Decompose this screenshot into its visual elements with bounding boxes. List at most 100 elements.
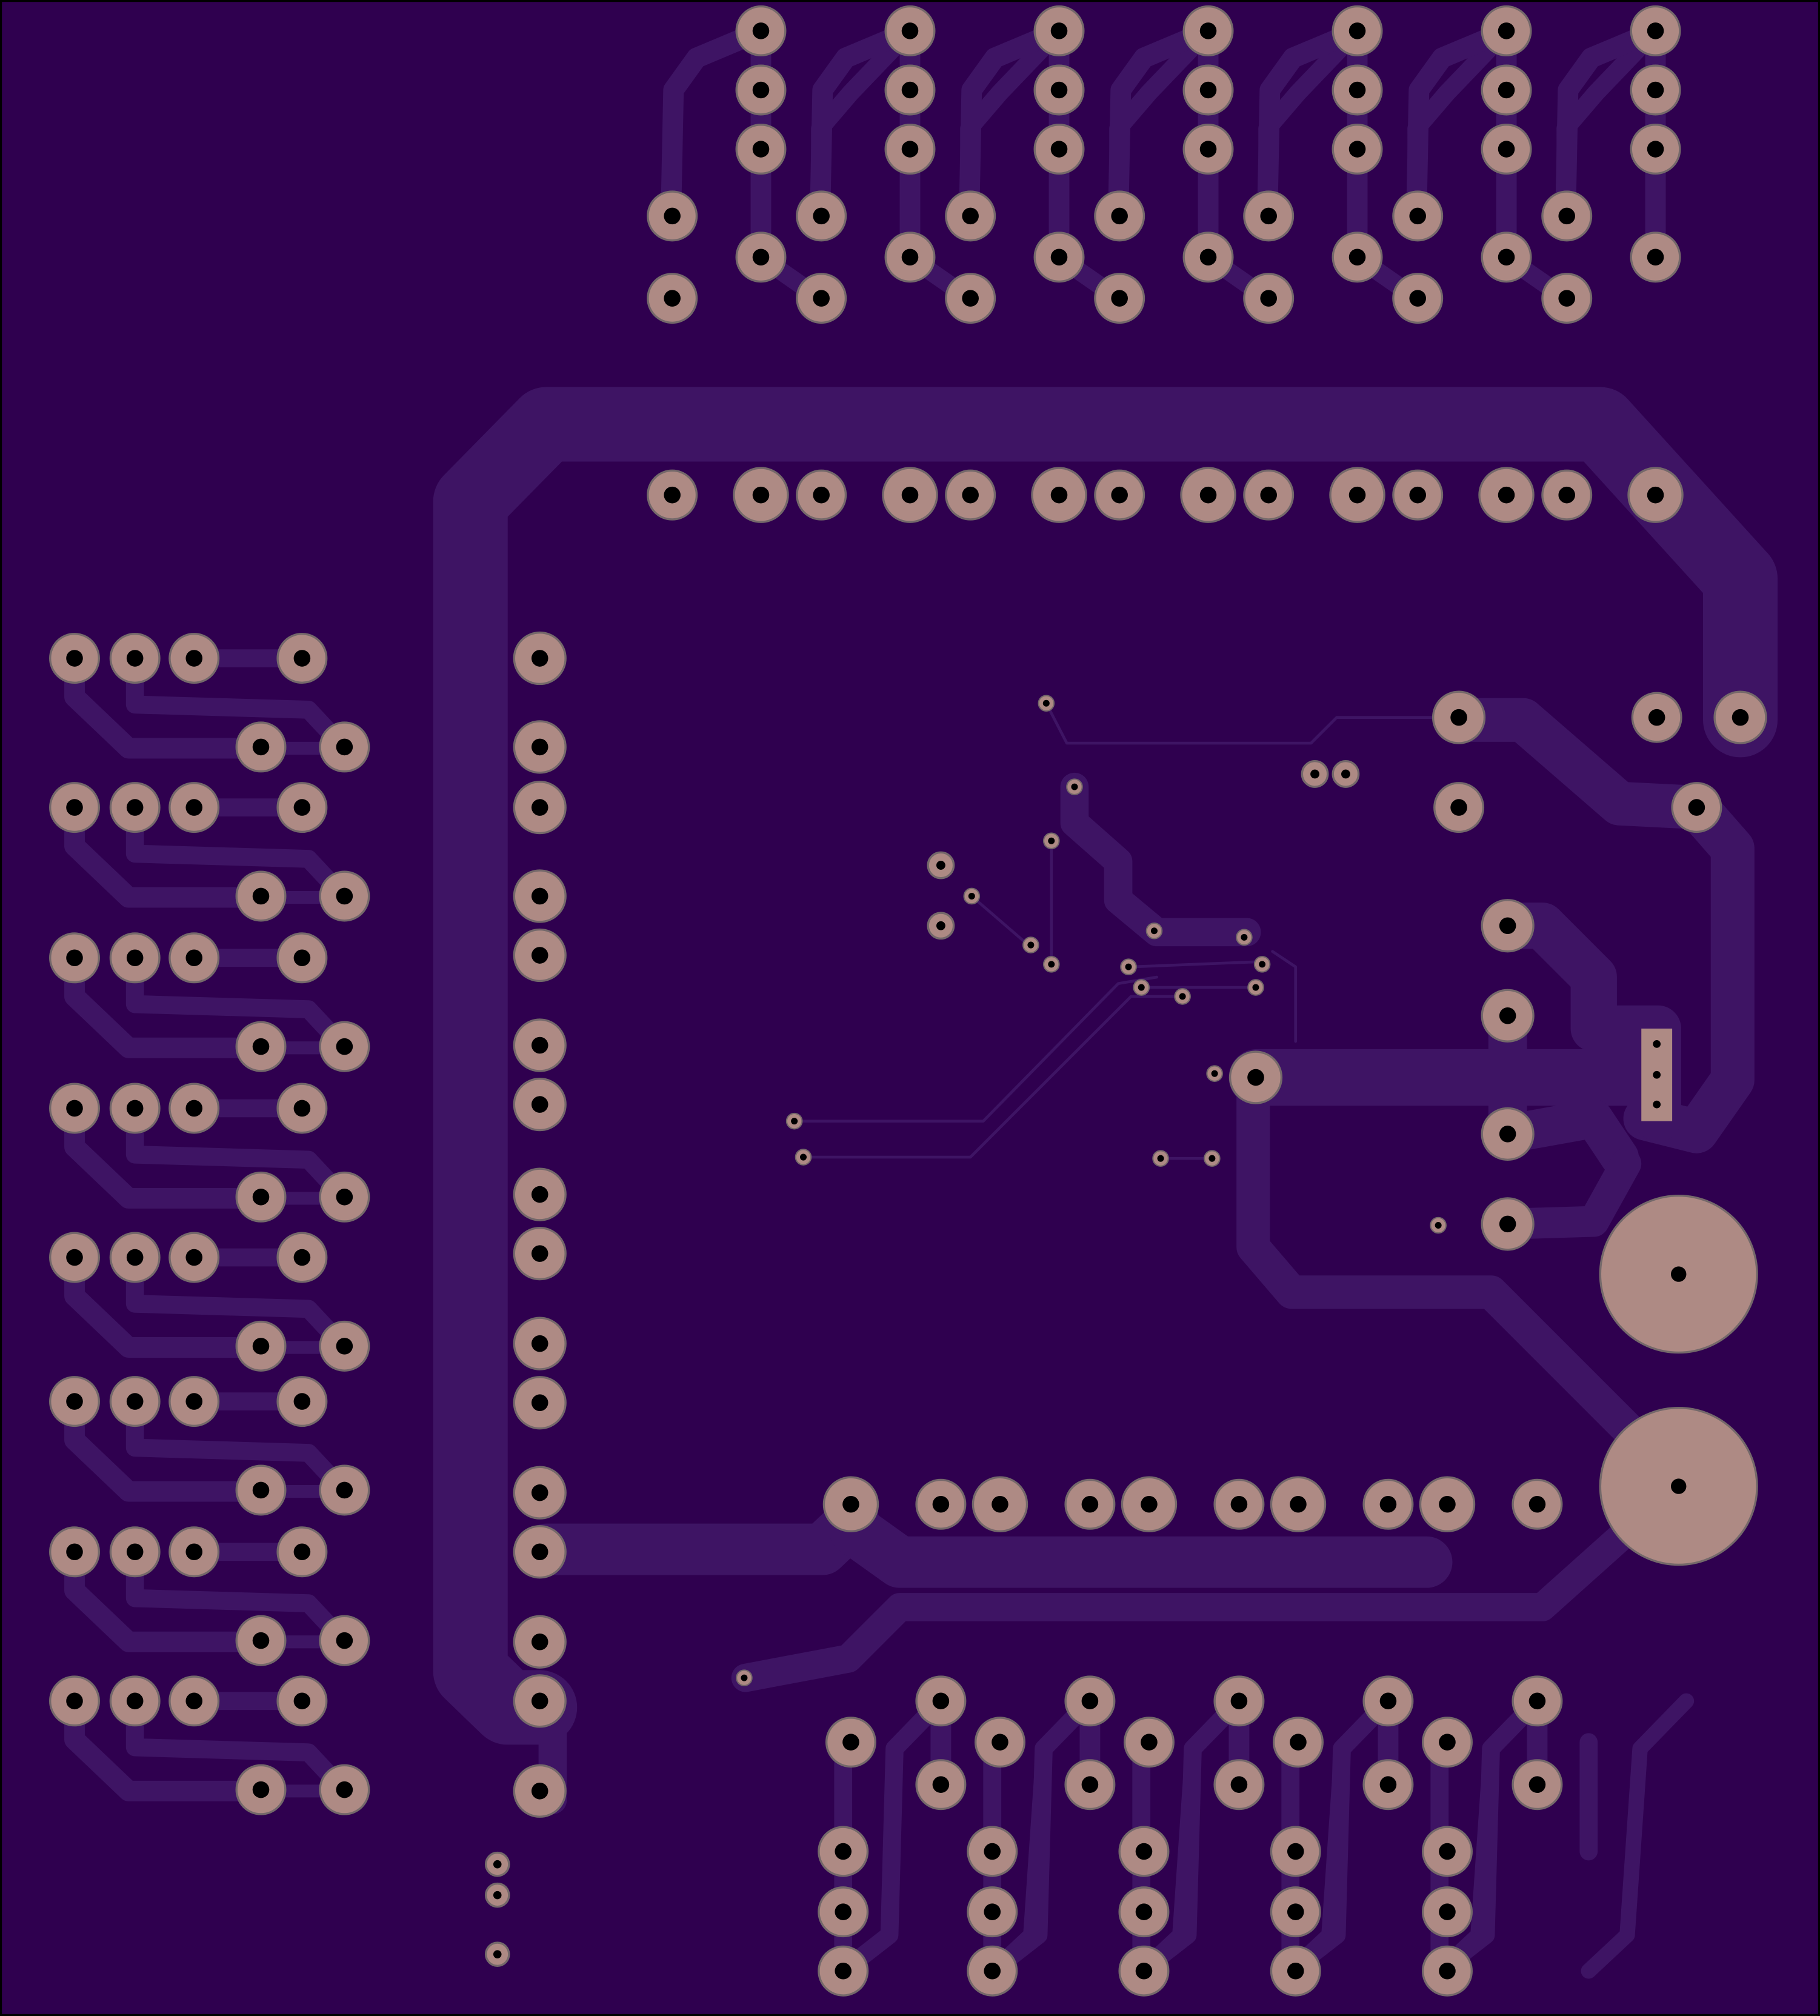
pad-drill bbox=[1670, 1478, 1687, 1494]
pad-drill bbox=[842, 1495, 859, 1513]
through-hole-pad bbox=[49, 1526, 100, 1578]
through-hole-pad bbox=[235, 1464, 287, 1516]
pad-drill bbox=[1670, 1266, 1687, 1282]
pad-drill bbox=[185, 650, 203, 667]
pad-drill bbox=[1647, 22, 1664, 39]
pad-drill bbox=[901, 486, 919, 504]
through-hole-pad bbox=[915, 1675, 967, 1727]
pad-drill bbox=[1287, 1843, 1304, 1860]
pad-drill bbox=[185, 1100, 203, 1117]
pad-drill bbox=[1498, 141, 1515, 158]
through-hole-pad bbox=[1213, 1675, 1265, 1727]
pad-drill bbox=[962, 486, 979, 504]
pad-drill bbox=[984, 1903, 1001, 1920]
pad-drill bbox=[1310, 769, 1319, 779]
through-hole-pad bbox=[1332, 64, 1383, 116]
through-hole-pad bbox=[884, 5, 936, 56]
through-hole-pad bbox=[647, 273, 698, 324]
through-hole-pad bbox=[915, 1759, 967, 1811]
through-hole-pad bbox=[1713, 690, 1767, 744]
pad-drill bbox=[664, 290, 681, 307]
through-hole-pad bbox=[319, 721, 370, 773]
through-hole-pad bbox=[1392, 273, 1444, 324]
pad-drill bbox=[1135, 1903, 1153, 1920]
pad-drill bbox=[252, 887, 270, 905]
pad-drill bbox=[1498, 486, 1515, 504]
through-hole-pad bbox=[972, 1476, 1028, 1533]
via bbox=[1204, 1150, 1221, 1167]
via-drill bbox=[1157, 1155, 1164, 1162]
pad-drill bbox=[531, 1186, 548, 1203]
through-hole-pad bbox=[967, 1826, 1018, 1877]
via bbox=[1152, 1150, 1169, 1167]
pad-drill bbox=[252, 1781, 270, 1798]
through-hole-pad bbox=[1182, 5, 1234, 56]
through-hole-pad bbox=[884, 232, 936, 283]
pad-drill bbox=[984, 1962, 1001, 1980]
through-hole-pad bbox=[974, 1717, 1025, 1768]
through-hole-pad bbox=[818, 1826, 869, 1877]
through-hole-pad bbox=[484, 1851, 510, 1877]
pad-drill bbox=[1199, 249, 1217, 266]
copper-trace bbox=[661, 20, 772, 227]
through-hole-pad bbox=[1362, 1675, 1414, 1727]
pad-drill bbox=[126, 1249, 144, 1266]
via bbox=[1236, 929, 1253, 946]
pad-drill bbox=[1199, 486, 1217, 504]
through-hole-pad bbox=[1630, 64, 1681, 116]
through-hole-pad bbox=[884, 64, 936, 116]
via-drill bbox=[1071, 783, 1078, 790]
through-hole-pad bbox=[1481, 1107, 1535, 1161]
copper-trace bbox=[1488, 1099, 1639, 1177]
pad-drill bbox=[1230, 1776, 1248, 1793]
pad-drill bbox=[126, 650, 144, 667]
through-hole-pad bbox=[1033, 232, 1085, 283]
copper-trace bbox=[1044, 701, 1454, 745]
pad-drill bbox=[1135, 1962, 1153, 1980]
pad-drill bbox=[1141, 1495, 1158, 1513]
pad-drill bbox=[252, 1338, 270, 1355]
through-hole-pad bbox=[168, 782, 220, 833]
pad-drill bbox=[531, 1096, 548, 1113]
pad-drill bbox=[66, 1393, 83, 1410]
copper-trace bbox=[731, 1472, 1692, 1692]
through-hole-pad bbox=[1421, 1717, 1473, 1768]
through-hole-pad bbox=[1332, 124, 1383, 175]
pads-and-vias bbox=[49, 5, 1767, 1997]
copper-trace bbox=[1060, 772, 1261, 947]
pad-drill bbox=[1499, 1007, 1516, 1024]
pad-drill bbox=[1111, 290, 1128, 307]
through-hole-pad bbox=[1481, 64, 1532, 116]
through-hole-pad bbox=[1213, 1478, 1265, 1530]
through-hole-pad bbox=[1033, 64, 1085, 116]
through-hole-pad bbox=[967, 1886, 1018, 1938]
pad-drill bbox=[66, 1100, 83, 1117]
via-drill bbox=[1027, 941, 1035, 949]
via-drill bbox=[1150, 927, 1158, 935]
copper-trace bbox=[1406, 20, 1517, 227]
pad-drill bbox=[1647, 81, 1664, 99]
through-hole-pad bbox=[1392, 469, 1444, 521]
through-hole-pad bbox=[109, 1675, 161, 1727]
pad-drill bbox=[66, 949, 83, 967]
pad-drill bbox=[1528, 1776, 1546, 1793]
pad-drill bbox=[66, 799, 83, 816]
pad-drill bbox=[835, 1903, 852, 1920]
pad-drill bbox=[936, 861, 945, 870]
pad-drill bbox=[336, 1189, 353, 1206]
pad-drill bbox=[1260, 486, 1277, 504]
pad-drill bbox=[185, 1393, 203, 1410]
smd-header-drill bbox=[1653, 1070, 1661, 1079]
pad-drill bbox=[752, 22, 770, 39]
through-hole-pad bbox=[1512, 1478, 1563, 1530]
via-drill bbox=[1259, 961, 1266, 968]
pad-drill bbox=[252, 1481, 270, 1499]
pad-drill bbox=[1081, 1776, 1099, 1793]
through-hole-pad bbox=[1270, 1945, 1321, 1997]
pad-drill bbox=[185, 1692, 203, 1710]
through-hole-pad bbox=[49, 932, 100, 984]
pad-drill bbox=[1348, 81, 1366, 99]
through-hole-pad bbox=[1118, 1945, 1170, 1997]
through-hole-pad bbox=[1182, 232, 1234, 283]
pad-drill bbox=[962, 290, 979, 307]
